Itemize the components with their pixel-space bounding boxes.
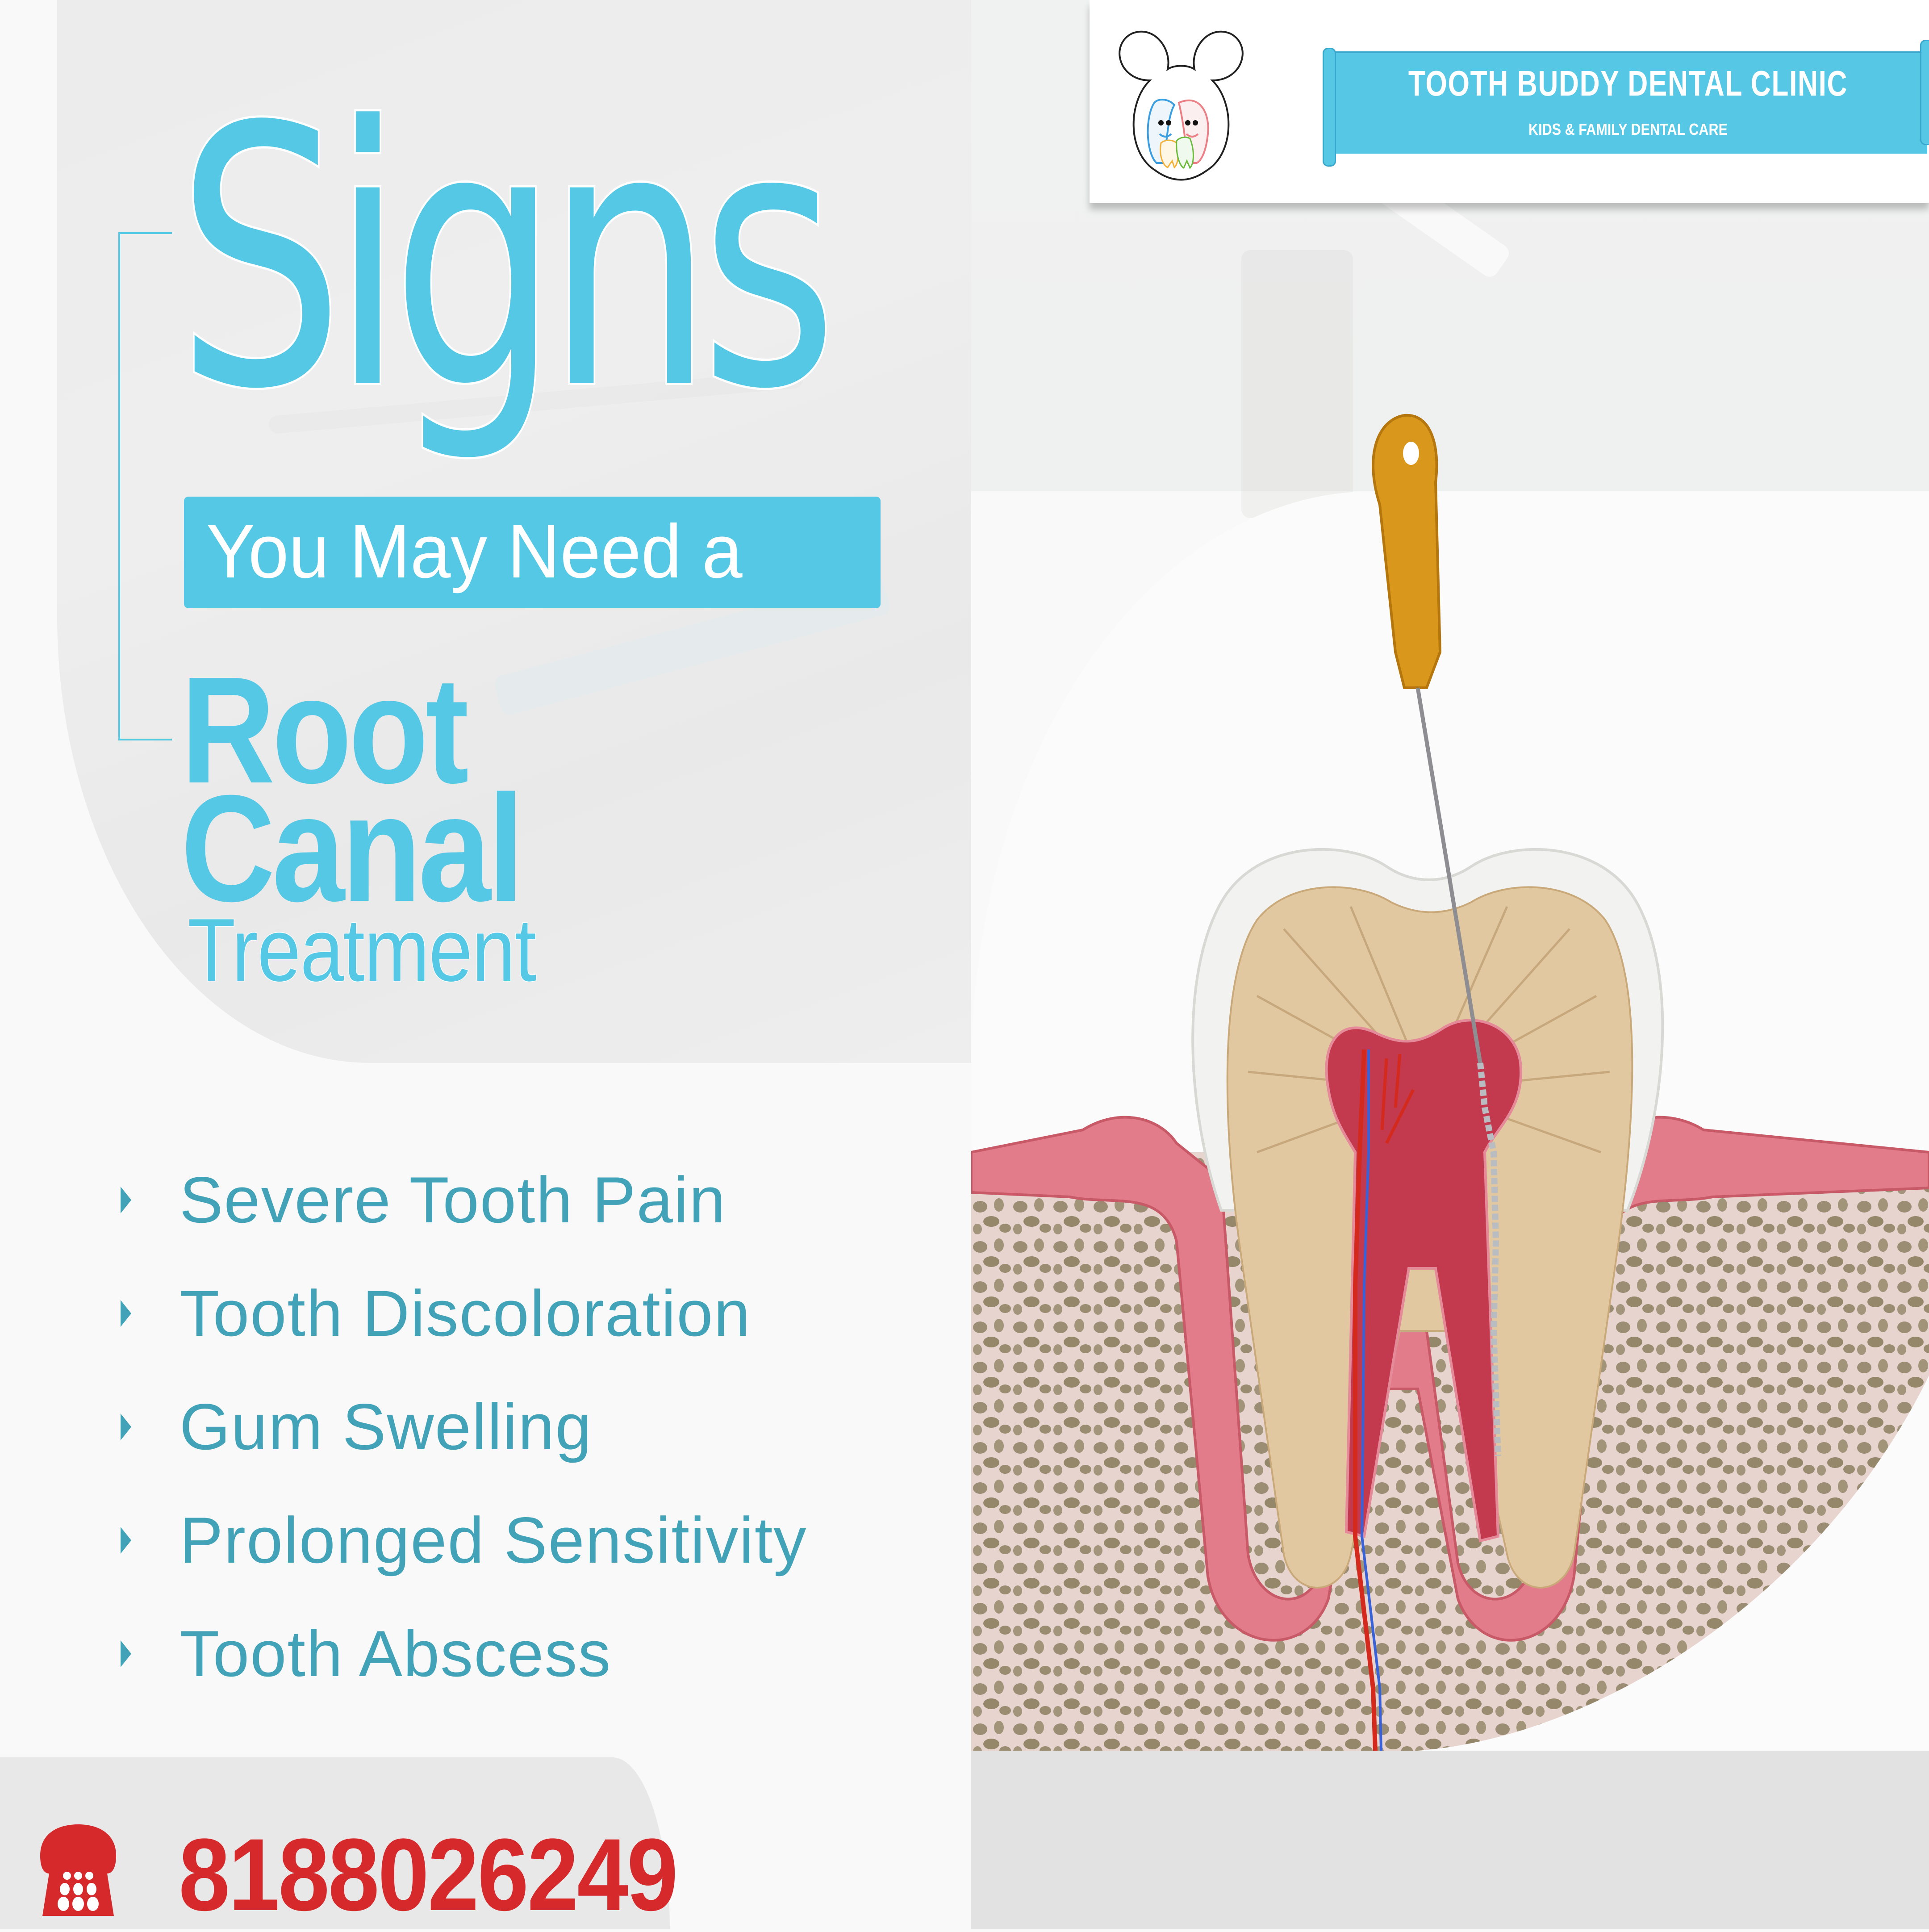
list-item: Tooth Discoloration <box>121 1257 807 1370</box>
clinic-logo-card[interactable]: TOOTH BUDDY DENTAL CLINIC KIDS & FAMILY … <box>1090 0 1929 203</box>
headline-signs: Signs <box>175 51 839 467</box>
root-canal-illustration <box>971 414 1929 1751</box>
scroll-curl-left <box>1323 48 1336 167</box>
caret-right-icon <box>121 1527 131 1554</box>
clinic-name: TOOTH BUDDY DENTAL CLINIC <box>1408 63 1848 103</box>
bracket-line-bottom <box>118 739 172 740</box>
list-item: Severe Tooth Pain <box>121 1143 807 1257</box>
background-decor <box>1241 250 1353 518</box>
subheadline-text: You May Need a <box>206 509 743 594</box>
list-item-label: Gum Swelling <box>180 1390 593 1463</box>
list-item: Prolonged Sensitivity <box>121 1484 807 1597</box>
caret-right-icon <box>121 1300 131 1327</box>
list-item-label: Tooth Abscess <box>180 1617 612 1690</box>
list-item-label: Tooth Discoloration <box>180 1277 751 1350</box>
list-item-label: Severe Tooth Pain <box>180 1163 727 1236</box>
headline-treatment: Treatment <box>187 900 537 1000</box>
phone-number[interactable]: 8188026249 <box>179 1817 678 1932</box>
headline-canal: Canal <box>181 764 524 933</box>
caret-right-icon <box>121 1413 131 1440</box>
bottom-right-panel <box>971 1751 1929 1929</box>
subheadline-box: You May Need a <box>184 497 881 608</box>
caret-right-icon <box>121 1187 131 1213</box>
scroll-curl-right <box>1920 40 1929 145</box>
headline-root: Root <box>181 645 469 815</box>
list-item: Tooth Abscess <box>121 1597 807 1710</box>
telephone-icon <box>40 1824 116 1916</box>
signs-list: Severe Tooth Pain Tooth Discoloration Gu… <box>121 1143 807 1710</box>
clinic-tagline: KIDS & FAMILY DENTAL CARE <box>1528 120 1728 138</box>
bracket-line <box>118 232 120 740</box>
bracket-line-top <box>118 232 172 234</box>
clinic-name-banner: TOOTH BUDDY DENTAL CLINIC KIDS & FAMILY … <box>1323 40 1929 167</box>
caret-right-icon <box>121 1640 131 1667</box>
tooth-family-mouse-ears-icon <box>1119 30 1244 181</box>
list-item: Gum Swelling <box>121 1370 807 1484</box>
list-item-label: Prolonged Sensitivity <box>180 1504 807 1577</box>
